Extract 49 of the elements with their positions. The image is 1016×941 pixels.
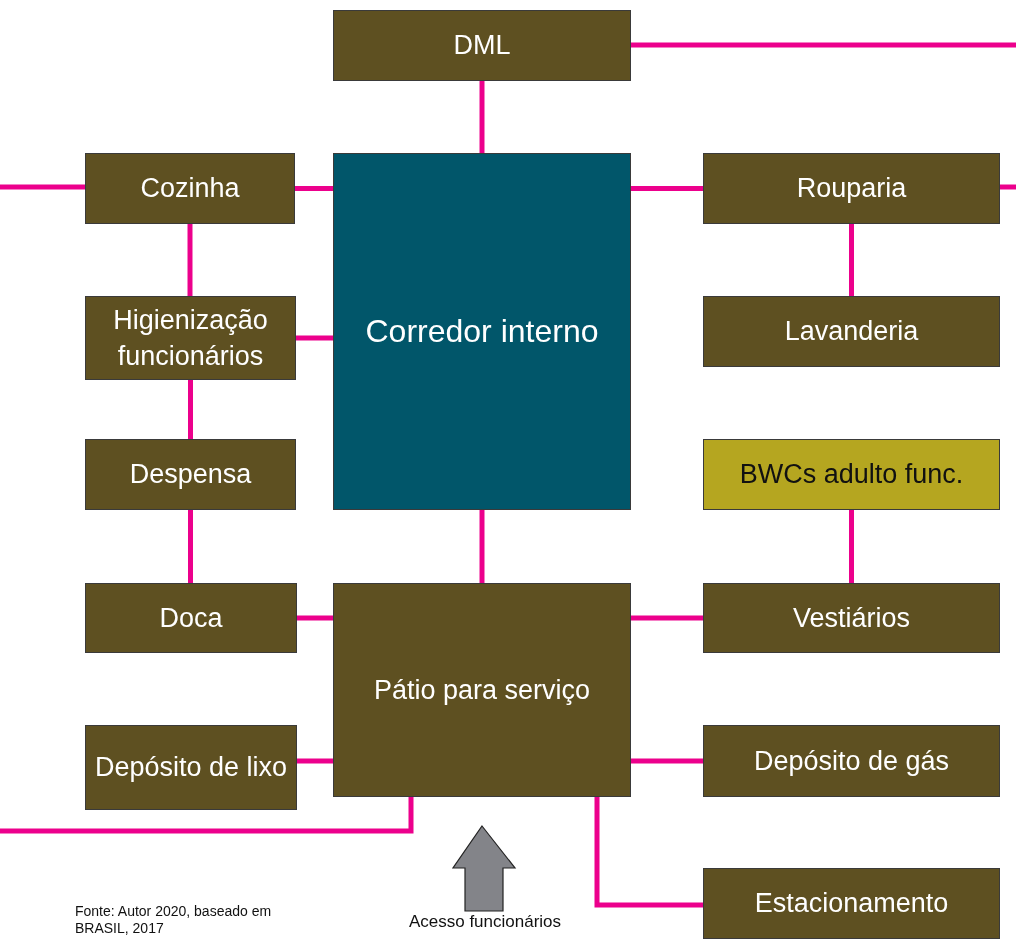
connector-line <box>296 335 333 341</box>
room-name: Depósito de lixo <box>94 751 288 785</box>
room-name: Estacionamento <box>754 887 949 921</box>
room-name: DML <box>453 29 511 63</box>
room-name: Vestiários <box>792 601 911 635</box>
room-name: Doca <box>159 601 223 635</box>
room-box <box>85 439 296 510</box>
room-name: Pátio para serviço <box>373 673 591 707</box>
connector-line <box>479 510 485 583</box>
room-name: Depósito de gás <box>753 744 950 778</box>
connector-line <box>1000 184 1016 190</box>
connector-line <box>631 42 1016 48</box>
connector-line <box>631 186 703 191</box>
connector-line <box>631 758 703 764</box>
connector-line <box>188 510 193 583</box>
room-name: BWCs adulto func. <box>739 458 964 492</box>
corridor-box <box>333 153 631 510</box>
room-name: Despensa <box>129 458 252 492</box>
connector-line <box>187 224 193 296</box>
room-box <box>85 296 296 380</box>
room-name: Lavanderia <box>784 315 919 349</box>
connector-line <box>0 797 414 834</box>
room-box <box>85 583 297 653</box>
connector-line <box>297 758 333 764</box>
access-label: Acesso funcionários <box>407 912 563 932</box>
room-box <box>703 439 1000 510</box>
room-name: Higienização funcionários <box>112 303 269 373</box>
room-box <box>703 583 1000 653</box>
connector-line <box>849 224 854 296</box>
source-note: Fonte: Autor 2020, baseado em BRASIL, 2017 <box>75 903 273 937</box>
connector-line <box>188 380 193 439</box>
room-box <box>333 10 631 81</box>
connector-line <box>479 81 485 153</box>
connector-line <box>297 615 333 621</box>
room-name: Cozinha <box>140 172 240 206</box>
room-box <box>703 868 1000 939</box>
room-box <box>85 153 295 224</box>
room-box <box>703 725 1000 797</box>
connector-line <box>631 615 703 621</box>
room-name: Corredor interno <box>365 311 599 351</box>
connector-line <box>849 510 854 583</box>
connector-line <box>0 184 85 190</box>
room-box <box>703 153 1000 224</box>
room-box <box>85 725 297 810</box>
connector-line <box>594 797 703 908</box>
room-name: Rouparia <box>796 172 907 206</box>
connector-line <box>295 186 333 191</box>
room-box <box>333 583 631 797</box>
room-box <box>703 296 1000 367</box>
